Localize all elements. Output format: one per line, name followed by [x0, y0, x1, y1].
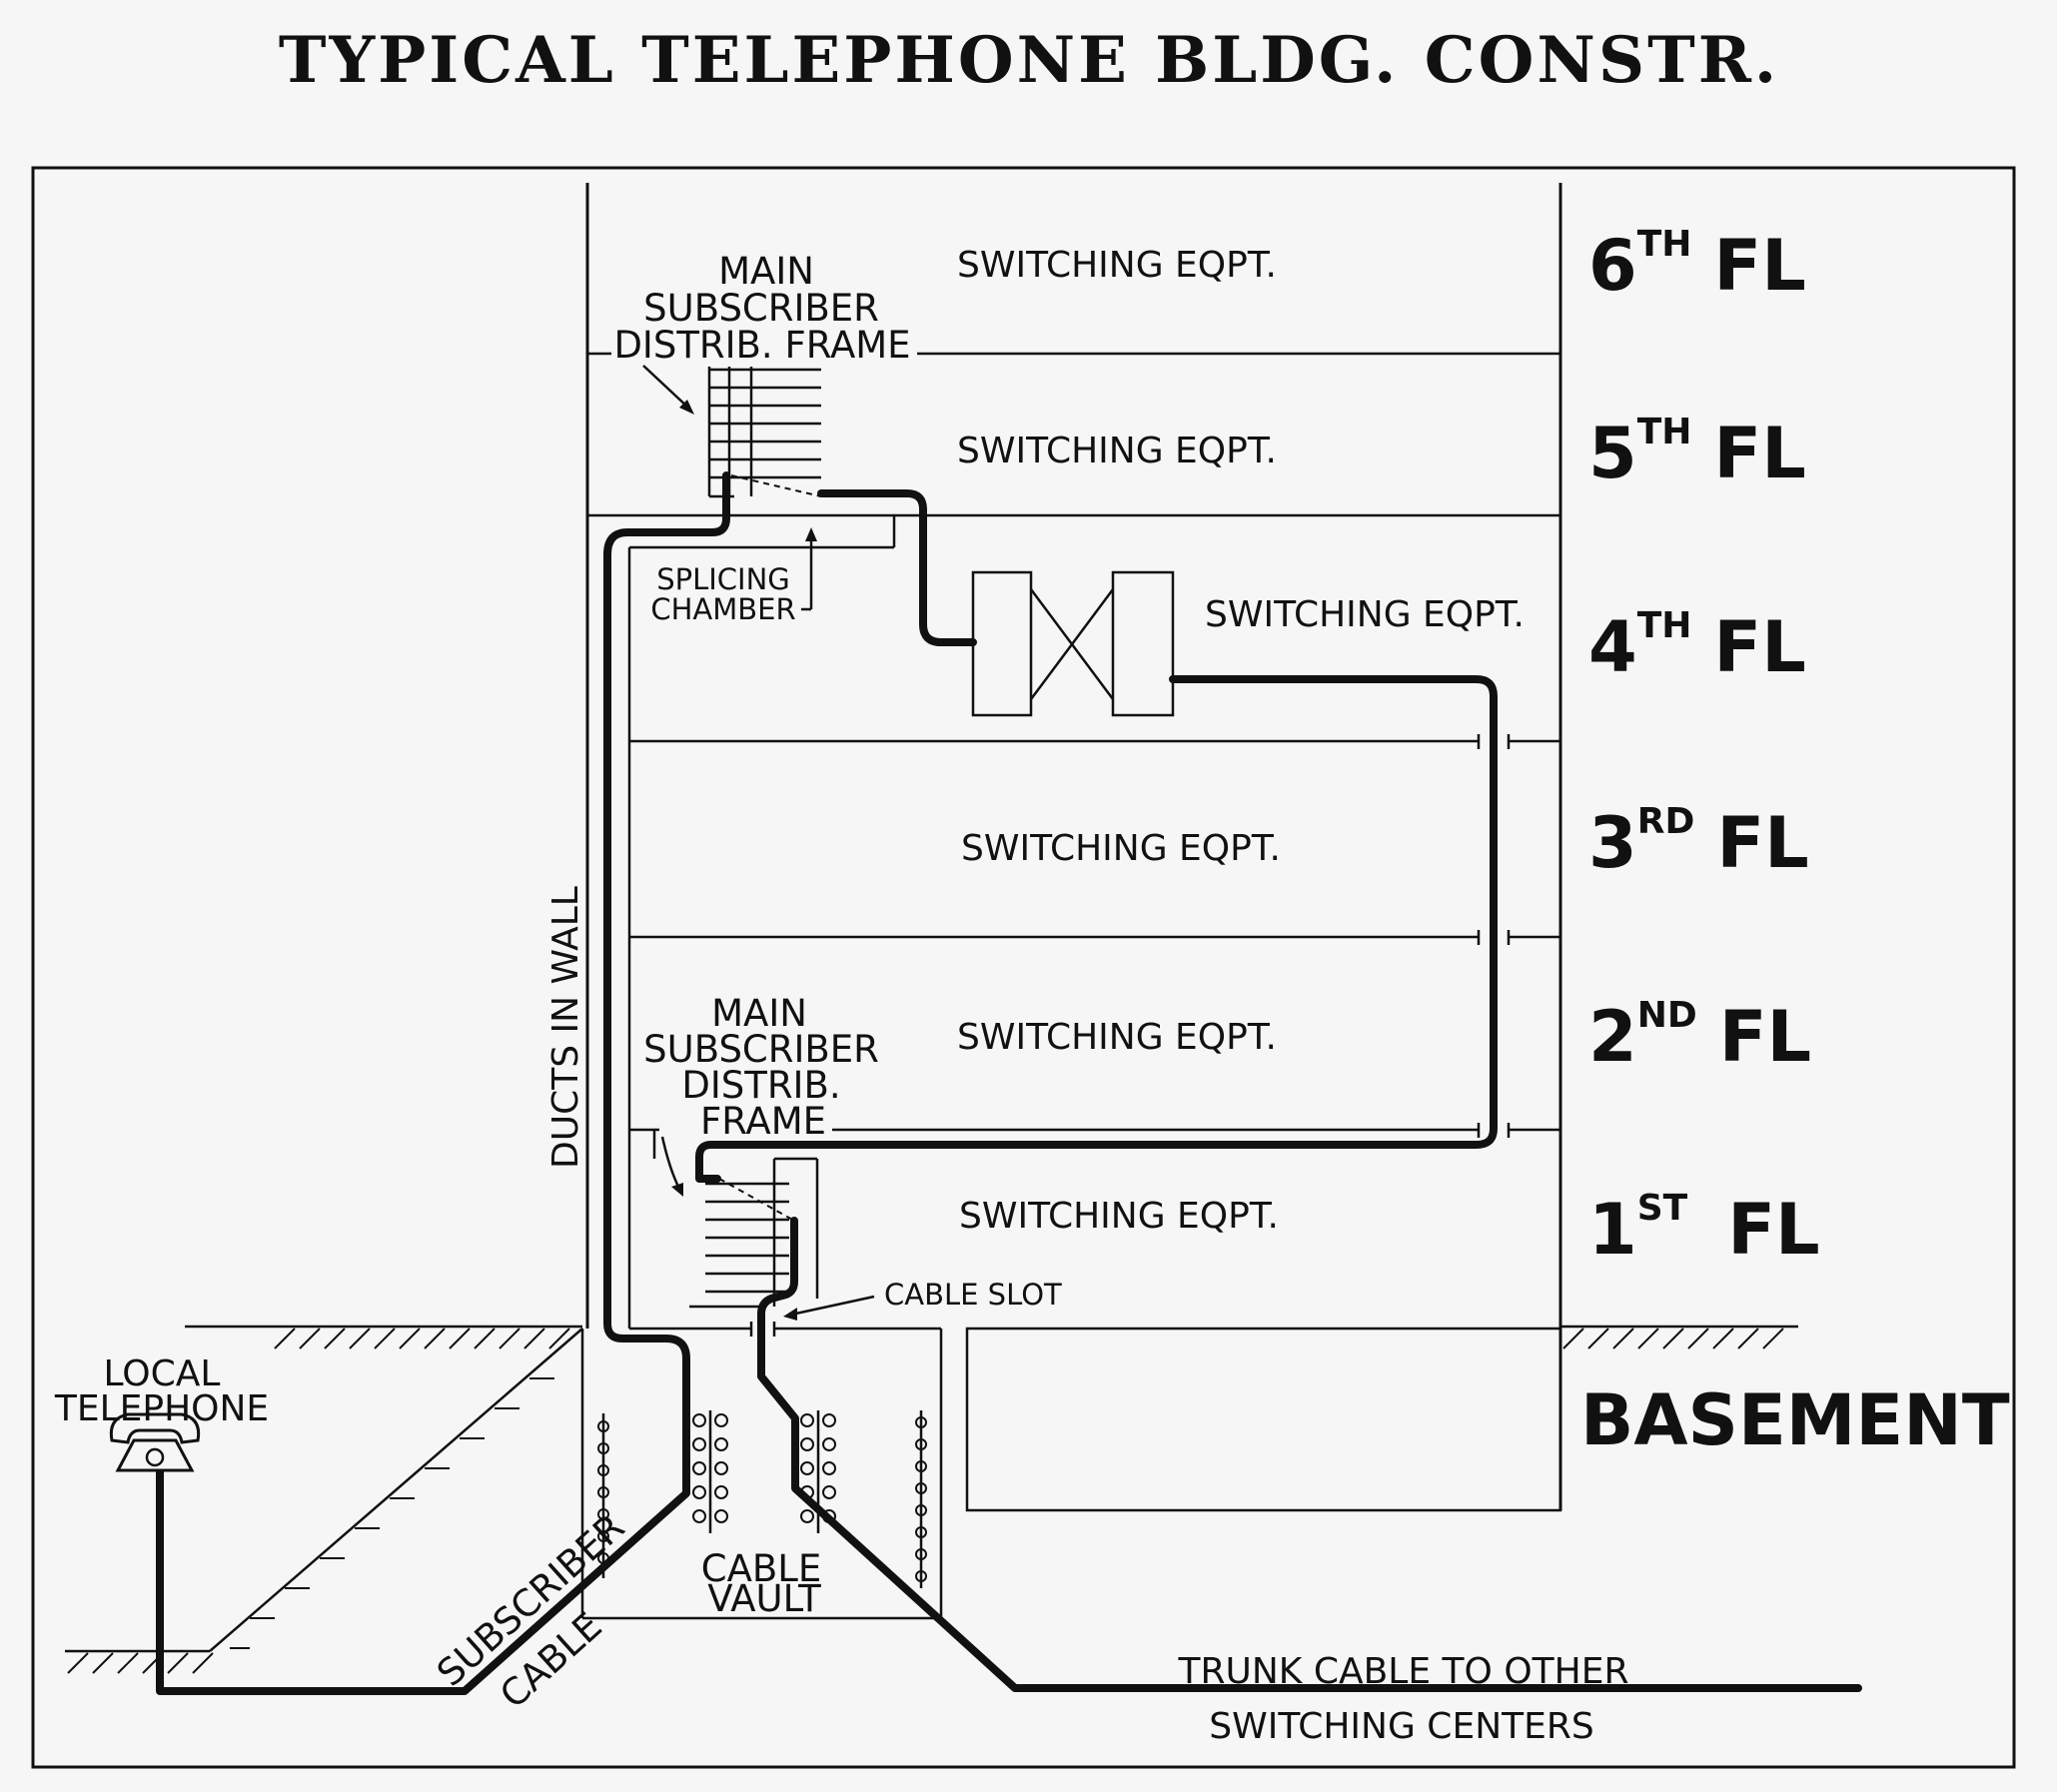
ducts-in-wall-label: DUCTS IN WALL: [545, 886, 586, 1169]
svg-text:VAULT: VAULT: [707, 1577, 821, 1620]
switching-eqpt-3: SWITCHING EQPT.: [961, 828, 1281, 869]
upper-distribution-frame: [642, 365, 822, 498]
svg-text:DISTRIB.: DISTRIB.: [681, 1064, 840, 1107]
switching-eqpt-6: SWITCHING EQPT.: [957, 245, 1277, 286]
duct-columns: [597, 1410, 927, 1588]
basement-label: BASEMENT: [1580, 1379, 2010, 1461]
outer-frame: [31, 166, 2016, 1769]
svg-text:DISTRIB. FRAME: DISTRIB. FRAME: [613, 324, 910, 367]
switching-eqpt-2: SWITCHING EQPT.: [957, 1017, 1277, 1058]
building-structure: [580, 183, 1562, 1620]
svg-text:SUBSCRIBER: SUBSCRIBER: [643, 287, 879, 330]
cable-slot-pointer: [783, 1295, 875, 1321]
svg-text:SPLICING: SPLICING: [656, 562, 790, 596]
local-telephone-label: LOCAL TELEPHONE: [54, 1353, 269, 1429]
svg-text:CABLE: CABLE: [701, 1547, 822, 1590]
trunk-cable-label: TRUNK CABLE TO OTHER SWITCHING CENTERS: [1178, 1651, 1629, 1747]
upper-frame-label: MAIN SUBSCRIBER DISTRIB. FRAME: [613, 250, 910, 367]
svg-text:TRUNK CABLE TO OTHER: TRUNK CABLE TO OTHER: [1178, 1651, 1629, 1692]
switching-eqpt-5: SWITCHING EQPT.: [957, 431, 1277, 471]
cables: [156, 471, 1862, 1695]
lower-distribution-frame: [652, 1130, 819, 1309]
frame-to-crossconnect-cable: [817, 489, 977, 646]
cable-vault-label: CABLE VAULT: [701, 1547, 822, 1620]
telephone-icon: [109, 1412, 201, 1472]
splicing-chamber-marker: [801, 527, 817, 611]
crossconnect-to-lower-frame-cable: [695, 675, 1498, 1183]
cable-slot-label: CABLE SLOT: [884, 1278, 1062, 1312]
svg-text:MAIN: MAIN: [718, 250, 814, 293]
cross-connect: [971, 570, 1175, 717]
svg-text:SUBSCRIBER: SUBSCRIBER: [643, 1028, 879, 1071]
splicing-chamber-label: SPLICING CHAMBER: [650, 562, 795, 626]
subscriber-cable-label: SUBSCRIBER CABLE: [429, 1505, 632, 1717]
svg-text:TELEPHONE: TELEPHONE: [54, 1388, 269, 1429]
trunk-cable-line: [757, 1217, 1862, 1692]
subscriber-cable-line: [156, 471, 730, 1695]
switching-eqpt-4: SWITCHING EQPT.: [1205, 594, 1525, 635]
svg-text:LOCAL: LOCAL: [104, 1353, 221, 1394]
svg-text:SWITCHING CENTERS: SWITCHING CENTERS: [1209, 1706, 1593, 1747]
lower-frame-label: MAIN SUBSCRIBER DISTRIB. FRAME: [643, 992, 879, 1143]
svg-text:FRAME: FRAME: [700, 1100, 826, 1143]
svg-text:MAIN: MAIN: [711, 992, 807, 1035]
diagram-title: TYPICAL TELEPHONE BLDG. CONSTR.: [279, 23, 1779, 98]
switching-eqpt-1: SWITCHING EQPT.: [959, 1196, 1279, 1237]
svg-text:CHAMBER: CHAMBER: [650, 592, 795, 626]
ground-surface: [65, 1325, 1798, 1674]
